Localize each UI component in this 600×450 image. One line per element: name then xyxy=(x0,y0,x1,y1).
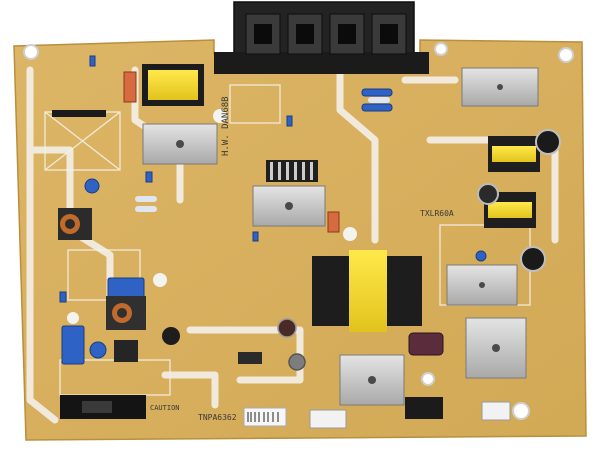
electrolytic-capacitor xyxy=(477,183,499,205)
board-id-text: TNPA6362 xyxy=(198,413,237,422)
label-sticker xyxy=(243,407,287,427)
capacitor xyxy=(408,332,444,356)
transistors xyxy=(238,352,262,364)
capacitor xyxy=(162,327,180,345)
electrolytic-capacitor xyxy=(277,318,297,338)
transformers xyxy=(142,64,540,332)
large-transformer xyxy=(312,250,422,332)
mounting-holes xyxy=(23,42,574,420)
chips-and-connectors xyxy=(52,110,511,429)
choke xyxy=(114,340,138,362)
ic-chip xyxy=(52,110,106,117)
transformer xyxy=(142,64,204,106)
mounting-hole xyxy=(23,44,39,60)
mounting-hole xyxy=(434,42,448,56)
white-connector xyxy=(309,409,347,429)
blue-components xyxy=(59,55,487,365)
inductors xyxy=(58,208,146,362)
warning-text: CAUTION xyxy=(150,404,180,412)
electrolytic-capacitor xyxy=(535,129,561,155)
capacitors xyxy=(162,129,561,371)
transformer xyxy=(488,136,540,172)
fuse xyxy=(405,397,443,419)
lot-text: TXLR60A xyxy=(420,209,454,218)
small-components xyxy=(67,71,390,324)
white-connector xyxy=(481,401,511,421)
electrolytic-capacitor xyxy=(288,353,306,371)
mounting-hole xyxy=(421,372,435,386)
mounting-hole xyxy=(512,402,530,420)
electrolytic-capacitor xyxy=(520,246,546,272)
model-text: H.W. DAN68B xyxy=(221,96,231,156)
heat-sink xyxy=(446,264,518,306)
top-connector xyxy=(214,1,429,74)
mounting-hole xyxy=(558,47,574,63)
heat-sinks xyxy=(142,67,539,406)
